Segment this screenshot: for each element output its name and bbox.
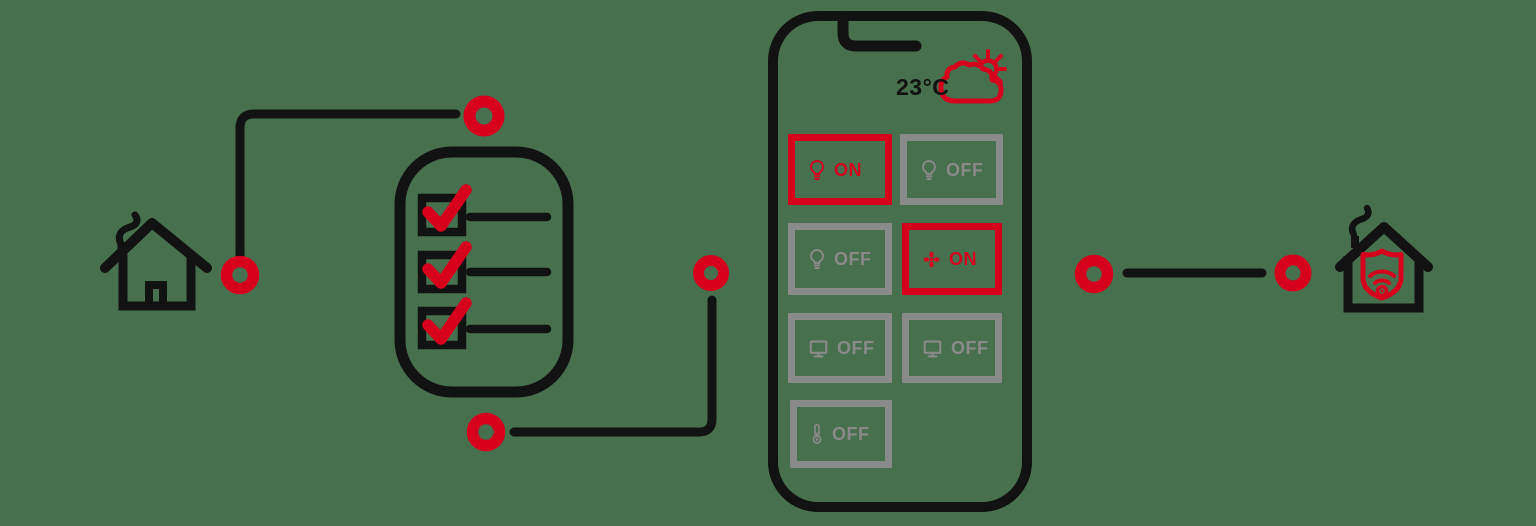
connector-ring xyxy=(466,412,506,452)
device-button-screen-1[interactable]: OFF xyxy=(788,313,892,383)
thermometer-icon xyxy=(812,423,822,444)
device-state-label: OFF xyxy=(832,424,870,444)
device-button-light-2[interactable]: OFF xyxy=(900,134,1003,205)
device-state-label: ON xyxy=(949,249,977,269)
device-button-light-3[interactable]: OFF xyxy=(788,223,892,295)
house-icon xyxy=(100,211,212,311)
connector-ring xyxy=(463,95,505,137)
sun-behind-cloud-icon xyxy=(938,49,1007,104)
wire-house-to-checklist xyxy=(235,109,461,261)
lightbulb-icon xyxy=(810,249,824,269)
wifi-shield-icon xyxy=(1360,248,1404,301)
smartphone-outline xyxy=(768,11,1032,512)
device-button-screen-2[interactable]: OFF xyxy=(902,313,1002,383)
checklist-item xyxy=(417,184,552,237)
checkmark-icon xyxy=(422,184,472,232)
checklist-item xyxy=(417,297,552,350)
connector-ring xyxy=(693,255,729,291)
device-state-label: OFF xyxy=(951,338,989,358)
temperature-label: 23°C xyxy=(896,74,950,100)
lightbulb-icon xyxy=(810,159,824,180)
checkmark-icon xyxy=(422,241,472,289)
device-state-label: OFF xyxy=(834,249,872,269)
lightbulb-icon xyxy=(922,159,936,180)
device-state-label: OFF xyxy=(946,159,984,180)
checklist-icon xyxy=(394,146,574,398)
monitor-icon xyxy=(923,340,942,357)
connector-ring xyxy=(220,255,260,295)
device-state-label: OFF xyxy=(837,338,875,358)
phone-notch xyxy=(837,13,922,52)
device-button-thermostat[interactable]: OFF xyxy=(790,400,892,468)
shield-house-icon xyxy=(1335,204,1433,313)
device-button-light-1[interactable]: ON xyxy=(788,134,892,205)
device-button-fan[interactable]: ON xyxy=(902,223,1002,295)
connector-ring xyxy=(1274,254,1312,292)
wire-checklist-to-phone xyxy=(509,295,717,437)
monitor-icon xyxy=(809,340,828,357)
device-state-label: ON xyxy=(834,159,862,180)
fan-icon xyxy=(923,251,940,267)
connector-ring xyxy=(1074,254,1114,294)
checklist-item xyxy=(417,241,552,294)
checkmark-icon xyxy=(422,297,472,345)
